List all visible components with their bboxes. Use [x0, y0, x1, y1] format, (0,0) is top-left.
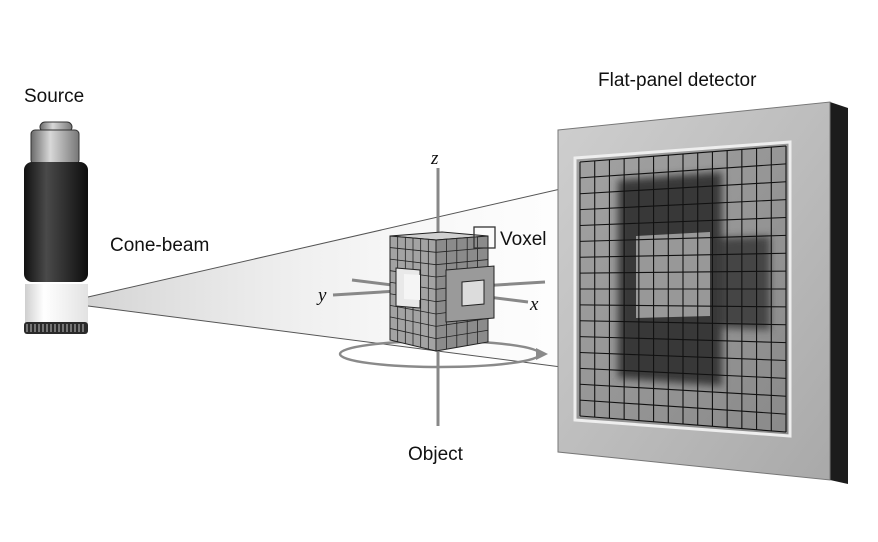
detector-grid-line — [579, 367, 787, 379]
cone-beam — [88, 180, 600, 372]
xray-source — [24, 121, 88, 334]
voxel-grid-line — [389, 247, 437, 253]
detector-grid-line — [579, 383, 787, 397]
detector-grid-line — [579, 252, 787, 258]
x-axis-label: x — [529, 294, 539, 315]
source-window — [25, 284, 88, 324]
voxel-grid-line — [435, 259, 489, 266]
detector-grid-line — [579, 145, 787, 163]
detector-grid — [579, 145, 787, 433]
source-neck — [30, 129, 80, 165]
cone-edge-bottom — [87, 305, 601, 373]
detector-frame-side — [830, 102, 848, 484]
voxel-object — [389, 231, 495, 352]
voxel-grid-line — [389, 316, 437, 327]
detector-grid-line — [579, 163, 787, 179]
detector-label: Flat-panel detector — [598, 70, 757, 91]
voxel-callout-box — [473, 226, 496, 249]
flat-panel-detector — [557, 101, 848, 484]
cube-side-notch-opening — [461, 279, 485, 307]
source-body — [24, 162, 88, 282]
cone-edge-top — [87, 179, 601, 298]
z-axis-label: z — [430, 148, 439, 169]
source-ring — [24, 322, 88, 334]
source-label: Source — [24, 86, 84, 107]
detector-grid-line — [579, 234, 787, 242]
voxel-grid-line — [389, 328, 437, 340]
detector-grid-line — [579, 181, 787, 195]
voxel-grid-line — [389, 304, 437, 315]
shadow-window — [636, 232, 710, 318]
cube-front-window-inner — [404, 274, 420, 300]
shadow-ear — [722, 236, 770, 330]
detector-grid-line — [579, 199, 787, 211]
detector-grid-line — [579, 415, 787, 433]
voxel-grid-line — [389, 258, 437, 266]
detector-grid-line — [579, 216, 787, 227]
detector-grid-line — [579, 270, 787, 274]
voxel-grid-line — [435, 318, 489, 327]
detector-grid-line — [579, 399, 787, 415]
cone-beam-label: Cone-beam — [110, 235, 209, 256]
voxel-grid-line — [435, 329, 489, 340]
rotation-arrow-icon — [536, 348, 548, 360]
y-axis-label: y — [316, 285, 327, 306]
source-ring-ticks — [26, 324, 84, 332]
detector-grid-line — [579, 320, 787, 326]
object-label: Object — [408, 444, 464, 465]
detector-grid-line — [579, 336, 787, 344]
detector-grid-line — [579, 351, 787, 362]
voxel-label: Voxel — [500, 229, 546, 250]
detector-grid-line — [579, 304, 787, 308]
